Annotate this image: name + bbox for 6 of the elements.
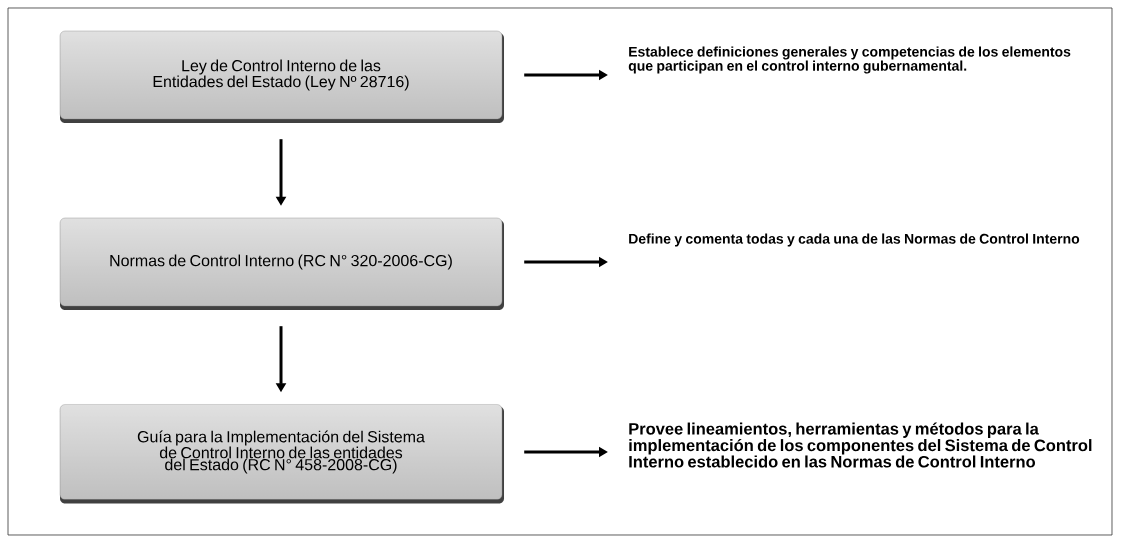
process-box: Guía para la Implementación del Sistema de Control Interno de las entidades del Estado (RC N° 458-2008-CG)	[59, 404, 504, 504]
process-box: Ley de Control Interno de las Entidades del Estado (Ley Nº 28716)	[59, 30, 504, 123]
description-text: Provee lineamientos, herramientas y métodos para la implementación de los componentes del Sistema de Control Interno establecido en las Normas de Control Interno	[629, 422, 1092, 468]
process-box: Normas de Control Interno (RC N° 320-2006-CG)	[59, 217, 504, 310]
description-text: Establece definiciones generales y competencias de los elementos que participan en el control interno gubernamental.	[628, 46, 1071, 74]
description-text: Define y comenta todas y cada una de las Normas de Control Interno	[629, 233, 1080, 247]
